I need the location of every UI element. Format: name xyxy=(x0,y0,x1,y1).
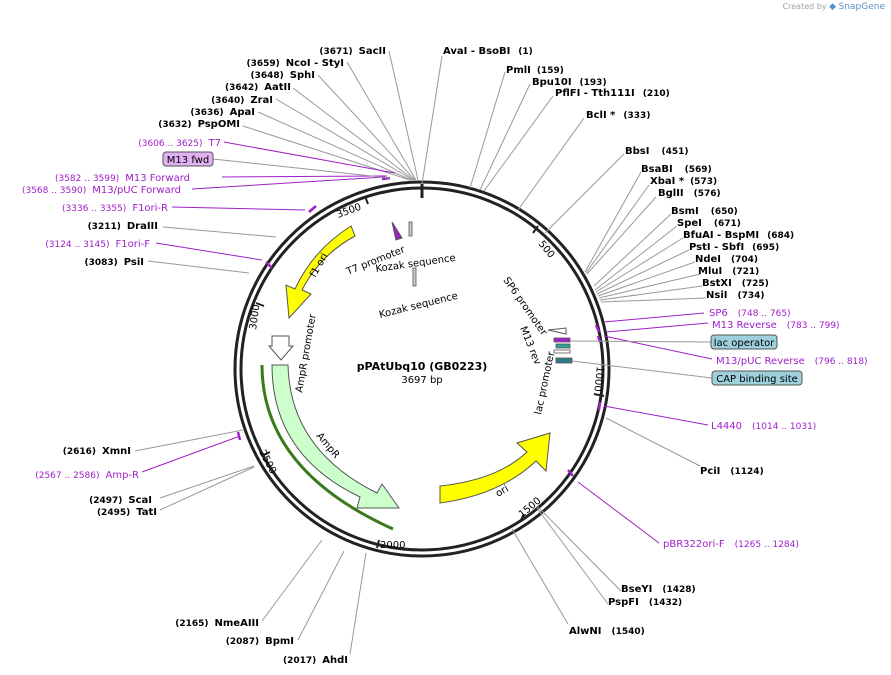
site-label[interactable]: PstI - SbfI(695) xyxy=(689,242,779,253)
site-label[interactable]: AlwNI(1540) xyxy=(569,626,645,637)
tick-label-1000: 1000 xyxy=(591,366,605,392)
site-label[interactable]: BsmI(650) xyxy=(671,206,738,217)
ampr-cds-line xyxy=(260,364,394,531)
site-label[interactable]: BsaBI(569) xyxy=(641,164,712,175)
lac-operator-mark xyxy=(553,337,571,343)
tick-label-3000: 3000 xyxy=(248,304,262,331)
m13-rev-mark xyxy=(555,343,571,349)
ori-arrow xyxy=(439,432,551,504)
boxed-features: M13 fwd lac operator CAP binding site xyxy=(162,151,803,386)
site-label[interactable]: (2017)AhdI xyxy=(283,655,348,666)
tick-500 xyxy=(532,225,539,234)
primer-label[interactable]: (3606 .. 3625)T7 xyxy=(138,138,221,149)
sites-left: (2017)AhdI (2087)BpmI (2165)NmeAIII (249… xyxy=(63,46,386,666)
sites-right: AvaI - BsoBI(1) PmlI(159) Bpu10I(193) Pf… xyxy=(443,46,794,637)
primer-label[interactable]: (3336 .. 3355)F1ori-R xyxy=(62,203,168,214)
primer-label[interactable]: M13/pUC Reverse(796 .. 818) xyxy=(716,356,868,367)
primer-label[interactable]: L4440(1014 .. 1031) xyxy=(711,421,816,432)
tick-3000 xyxy=(255,302,265,307)
lac-promoter-mark xyxy=(553,349,571,354)
site-label[interactable]: PflFI - Tth111I(210) xyxy=(555,88,670,99)
site-label[interactable]: (3636)ApaI xyxy=(190,107,255,118)
tick-1500 xyxy=(519,513,525,523)
t7-promoter-mark xyxy=(391,221,403,241)
site-lines xyxy=(134,50,707,655)
site-label[interactable]: BseYI(1428) xyxy=(621,584,696,595)
snapgene-logo-icon: ◆ xyxy=(829,2,837,12)
site-label[interactable]: (3632)PspOMI xyxy=(158,119,240,130)
cap-site-mark xyxy=(555,357,573,364)
cap-binding-site-box[interactable] xyxy=(711,370,803,386)
site-label[interactable]: (3642)AatII xyxy=(225,82,291,93)
site-label[interactable]: BglII(576) xyxy=(658,188,721,199)
site-label[interactable]: NdeI(704) xyxy=(695,254,758,265)
site-label[interactable]: (2495)TatI xyxy=(97,507,157,518)
plasmid-size: 3697 bp xyxy=(401,375,442,386)
m13-fwd-box[interactable] xyxy=(162,151,214,167)
site-label[interactable]: MluI(721) xyxy=(698,266,759,277)
credit-prefix: Created by xyxy=(782,2,827,11)
tick-2500 xyxy=(261,451,271,457)
site-label[interactable]: (3648)SphI xyxy=(251,70,315,81)
site-label[interactable]: (2165)NmeAIII xyxy=(175,618,259,629)
credit-brand: SnapGene xyxy=(838,2,885,12)
snapgene-credit: Created by ◆ SnapGene xyxy=(783,2,885,12)
ampr-promoter-arrow xyxy=(267,335,295,361)
site-label[interactable]: BclI *(333) xyxy=(586,110,650,121)
tick-label-500: 500 xyxy=(536,239,557,261)
site-label[interactable]: SpeI(671) xyxy=(677,218,741,229)
primers: SP6(748 .. 765) M13 Reverse(783 .. 799) … xyxy=(22,138,868,550)
kozak-mark-2 xyxy=(412,267,417,287)
tick-label-3500: 3500 xyxy=(335,202,363,221)
site-label[interactable]: (2087)BpmI xyxy=(226,636,294,647)
site-label[interactable]: Bpu10I(193) xyxy=(532,77,607,88)
site-label[interactable]: XbaI *(573) xyxy=(650,176,717,187)
primer-label[interactable]: (3568 .. 3590)M13/pUC Forward xyxy=(22,185,181,196)
tick-2000 xyxy=(376,539,380,549)
primer-label[interactable]: (3124 .. 3145)F1ori-F xyxy=(45,239,150,250)
site-label[interactable]: BstXI(725) xyxy=(702,278,769,289)
site-label[interactable]: PciI(1124) xyxy=(700,466,764,477)
sp6-promoter-mark xyxy=(547,327,567,335)
site-label[interactable]: (2616)XmnI xyxy=(63,446,131,457)
f1ori-arrow xyxy=(285,225,356,320)
lac-operator-label: lac operator xyxy=(714,338,775,349)
primer-label[interactable]: SP6(748 .. 765) xyxy=(709,308,791,319)
site-label[interactable]: (3211)DraIII xyxy=(88,221,158,232)
ampr-promoter-label: AmpR promoter xyxy=(294,312,319,393)
primer-label[interactable]: (3582 .. 3599)M13 Forward xyxy=(55,173,190,184)
site-label[interactable]: (3083)PsiI xyxy=(84,257,144,268)
site-label[interactable]: (3640)ZraI xyxy=(211,95,273,106)
site-label[interactable]: PmlI(159) xyxy=(506,65,564,76)
tick-label-2000: 2000 xyxy=(380,540,405,551)
cap-binding-site-label: CAP binding site xyxy=(716,374,798,385)
lac-operator-box[interactable] xyxy=(710,334,778,350)
ampr-arrow xyxy=(271,364,400,509)
kozak-label-2: Kozak sequence xyxy=(378,291,459,321)
site-label[interactable]: BbsI(451) xyxy=(625,146,688,157)
site-label[interactable]: NsiI(734) xyxy=(706,290,765,301)
primer-label[interactable]: M13 Reverse(783 .. 799) xyxy=(712,320,840,331)
site-label[interactable]: BfuAI - BspMI(684) xyxy=(683,230,794,241)
site-label[interactable]: PspFI(1432) xyxy=(608,597,682,608)
primer-label[interactable]: (2567 .. 2586)Amp-R xyxy=(35,470,139,481)
primer-lines xyxy=(141,141,713,544)
site-label[interactable]: (3671)SacII xyxy=(319,46,386,57)
m13-fwd-label: M13 fwd xyxy=(167,155,209,166)
tick-3500 xyxy=(364,195,369,205)
site-label[interactable]: (3659)NcoI - StyI xyxy=(246,58,344,69)
site-label[interactable]: AvaI - BsoBI(1) xyxy=(443,46,533,57)
tick-1000 xyxy=(593,393,605,397)
site-label[interactable]: (2497)ScaI xyxy=(89,495,152,506)
plasmid-title: pPAtUbq10 (GB0223) xyxy=(357,360,488,373)
primer-label[interactable]: pBR322ori-F(1265 .. 1284) xyxy=(663,539,799,550)
kozak-mark-1 xyxy=(408,221,413,237)
